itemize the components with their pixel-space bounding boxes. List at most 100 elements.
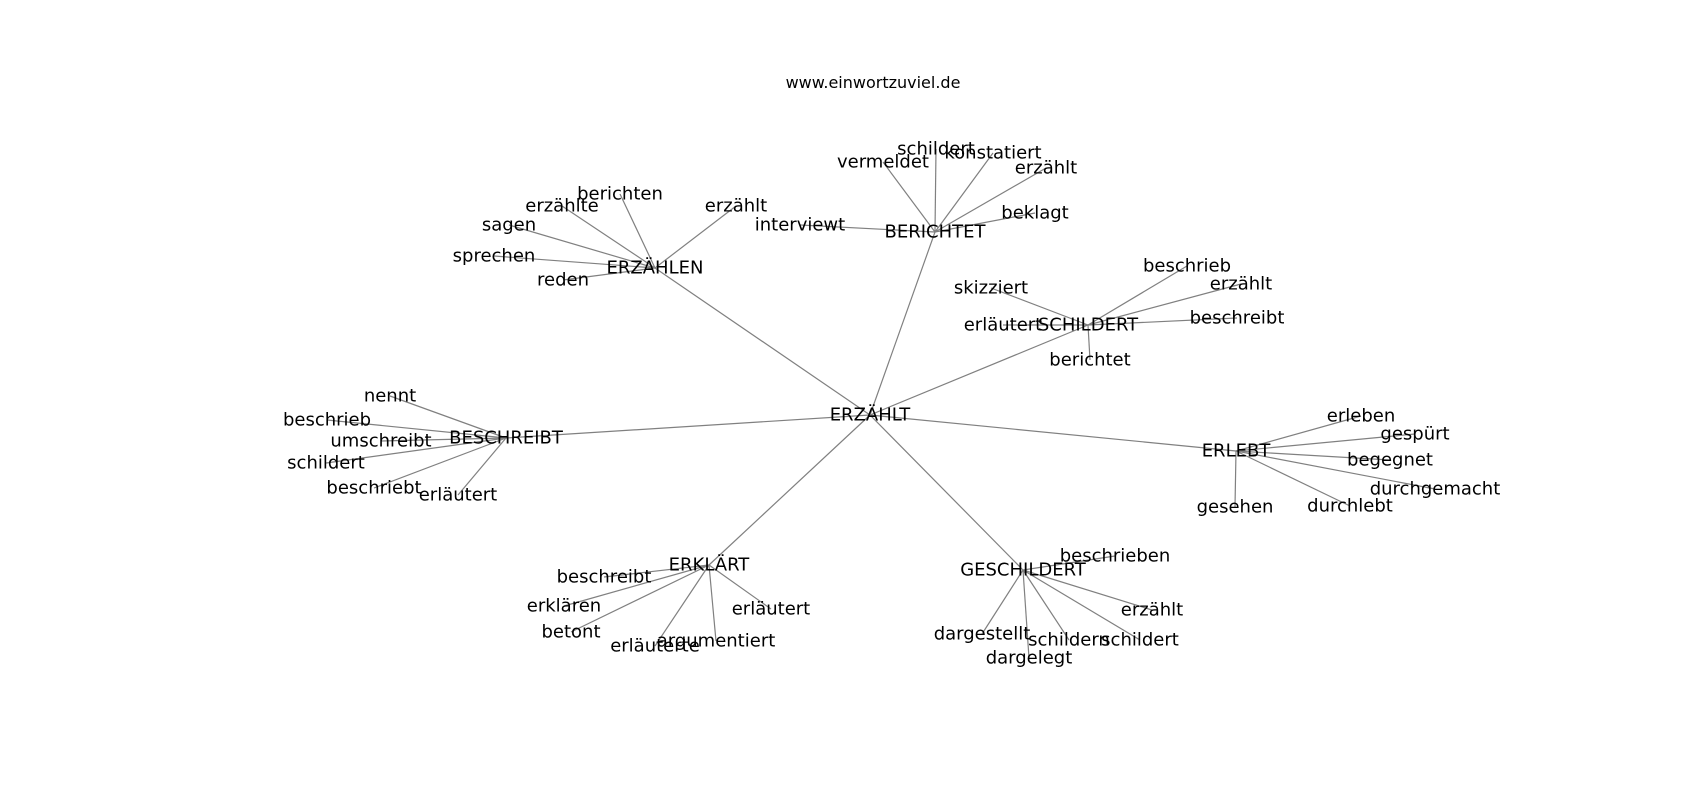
edge-6-2 [1022, 569, 1141, 641]
node-leaf-6-5: dargestellt [934, 624, 1031, 645]
edge-1-1 [934, 148, 937, 233]
node-leaf-1-2: konstatiert [944, 143, 1041, 164]
edge-1-3 [934, 167, 1047, 233]
edge-2-3 [990, 287, 1089, 326]
node-leaf-6-2: schildert [1101, 630, 1179, 651]
edge-1-0 [882, 161, 936, 233]
node-leaf-5-2: betont [541, 622, 600, 643]
edge-4-5 [1234, 450, 1237, 508]
edge-3-0 [389, 395, 507, 439]
edge-6-0 [1022, 555, 1116, 571]
node-hub-3: BESCHREIBT [449, 428, 564, 449]
node-leaf-1-5: interviewt [755, 215, 845, 236]
node-leaf-3-3: schildert [287, 453, 365, 474]
edge-6-4 [1022, 569, 1030, 659]
edge-4-3 [1235, 450, 1436, 490]
edge-center-2 [869, 324, 1089, 416]
node-leaf-0-4: reden [537, 270, 589, 291]
node-leaf-1-0: vermeldet [837, 152, 929, 173]
node-leaf-5-0: beschreibt [557, 567, 652, 588]
edge-5-2 [570, 564, 710, 633]
node-leaf-2-5: berichtet [1049, 350, 1130, 371]
node-leaf-2-2: beschreibt [1190, 308, 1285, 329]
node-leaf-0-3: sprechen [453, 246, 536, 267]
node-leaf-2-3: skizziert [954, 278, 1028, 299]
node-leaf-5-1: erklären [527, 596, 601, 617]
edge-3-3 [325, 437, 507, 464]
node-leaf-0-2: sagen [482, 215, 536, 236]
edge-6-5 [981, 569, 1024, 635]
node-leaf-3-1: beschrieb [283, 410, 371, 431]
graph-edges [325, 148, 1436, 659]
node-leaf-3-5: erläutert [419, 485, 498, 506]
node-leaf-6-0: beschrieben [1060, 546, 1171, 567]
node-leaf-1-1: schildert [897, 139, 975, 160]
edge-4-2 [1235, 450, 1391, 461]
node-hub-6: GESCHILDERT [960, 560, 1087, 581]
node-leaf-4-4: durchlebt [1307, 496, 1393, 517]
node-leaf-0-0: berichten [577, 184, 663, 205]
edge-5-5 [708, 564, 772, 610]
node-hub-2: SCHILDERT [1038, 315, 1139, 336]
edge-0-1 [561, 205, 656, 269]
node-hub-5: ERKLÄRT [669, 555, 751, 576]
node-hub-4: ERLEBT [1202, 441, 1272, 462]
edge-2-0 [1087, 265, 1188, 326]
edge-6-3 [1022, 569, 1070, 641]
node-center: ERZÄHLT [830, 405, 912, 426]
edge-0-5 [654, 205, 737, 269]
edge-center-1 [869, 231, 936, 416]
node-hub-0: ERZÄHLEN [607, 258, 704, 279]
edge-center-0 [654, 267, 871, 416]
edge-center-3 [505, 414, 871, 439]
edge-0-0 [619, 193, 656, 269]
node-leaf-6-4: dargelegt [986, 648, 1073, 669]
edge-center-4 [869, 414, 1237, 452]
edge-0-4 [562, 267, 656, 281]
edge-6-1 [1022, 569, 1153, 611]
edge-2-5 [1087, 324, 1091, 361]
node-leaf-4-0: erleben [1327, 406, 1395, 427]
edge-0-2 [508, 224, 656, 269]
node-leaf-0-1: erzählte [525, 196, 599, 217]
edge-3-2 [380, 437, 507, 442]
edge-1-4 [934, 212, 1036, 233]
node-leaf-1-3: erzählt [1015, 158, 1077, 179]
edge-1-5 [799, 224, 936, 233]
edge-3-1 [326, 419, 507, 439]
node-leaf-6-1: erzählt [1121, 600, 1183, 621]
edge-3-4 [373, 437, 507, 489]
node-leaf-4-2: begegnet [1347, 450, 1433, 471]
node-leaf-3-0: nennt [364, 386, 416, 407]
edge-center-5 [708, 414, 871, 566]
edge-2-1 [1087, 283, 1242, 326]
edge-center-6 [869, 414, 1024, 571]
node-leaf-5-4: argumentiert [657, 631, 776, 652]
edge-5-4 [708, 564, 717, 642]
edge-1-2 [934, 152, 994, 233]
node-leaf-4-3: durchgemacht [1370, 479, 1501, 500]
node-leaf-4-5: gesehen [1197, 497, 1274, 518]
node-leaf-5-5: erläutert [732, 599, 811, 620]
node-leaf-3-4: beschriebt [326, 478, 421, 499]
edge-0-3 [493, 255, 656, 269]
edge-5-3 [654, 564, 710, 647]
node-leaf-2-4: erläutert [964, 315, 1043, 336]
node-leaf-5-3: erläuterte [610, 636, 700, 657]
node-leaf-0-5: erzählt [705, 196, 767, 217]
edge-2-2 [1087, 317, 1238, 326]
edge-4-4 [1235, 450, 1351, 507]
edge-4-0 [1235, 415, 1362, 452]
node-leaf-4-1: gespürt [1380, 424, 1449, 445]
site-title: www.einwortzuviel.de [786, 73, 961, 92]
edge-3-5 [457, 437, 507, 496]
node-hub-1: BERICHTET [884, 222, 986, 243]
node-leaf-2-1: erzählt [1210, 274, 1272, 295]
node-leaf-3-2: umschreibt [330, 431, 431, 452]
edge-5-0 [603, 564, 710, 578]
node-leaf-1-4: beklagt [1001, 203, 1068, 224]
node-leaf-6-3: schildern [1028, 630, 1110, 651]
node-leaf-2-0: beschrieb [1143, 256, 1231, 277]
